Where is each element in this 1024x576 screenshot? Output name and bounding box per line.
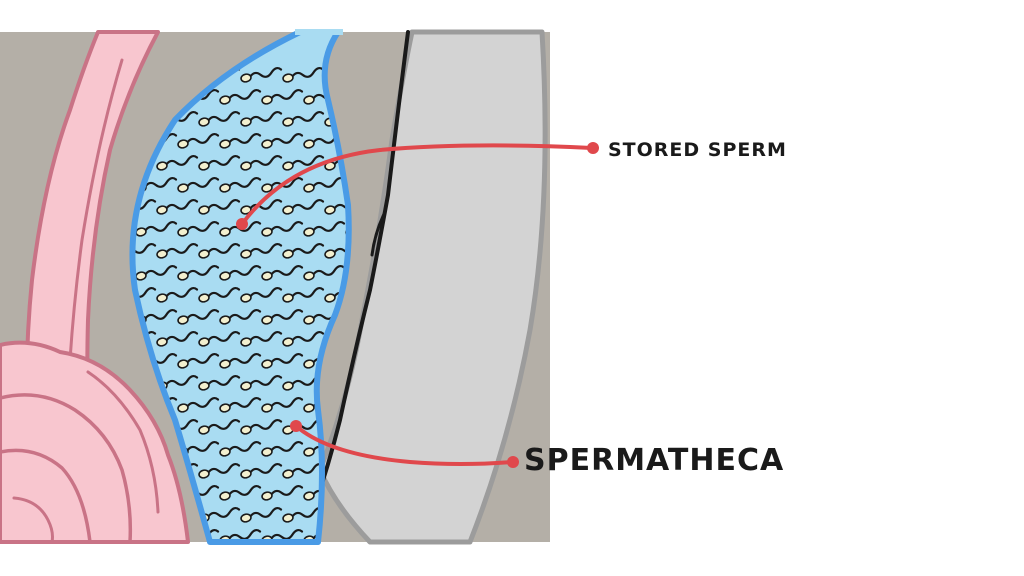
sperm-cell bbox=[219, 352, 262, 369]
coil-line-4 bbox=[12, 496, 54, 544]
sperm-cell bbox=[261, 396, 304, 413]
sperm-cell bbox=[303, 264, 346, 281]
sperm-cell bbox=[240, 110, 283, 127]
sperm-cell bbox=[282, 66, 325, 83]
spermatheca-sac bbox=[132, 32, 349, 542]
sperm-cell bbox=[198, 286, 241, 303]
sperm-cell bbox=[132, 286, 157, 299]
sperm-cell bbox=[240, 66, 283, 83]
stored-sperm-leader-line bbox=[240, 143, 594, 226]
sperm-cell bbox=[240, 418, 283, 435]
sperm-cell bbox=[219, 176, 262, 193]
stored-sperm-leader-dot-start bbox=[236, 218, 248, 230]
sperm-cell bbox=[261, 352, 304, 369]
stored-sperm-label: STORED SPERM bbox=[608, 139, 787, 161]
sperm-cell bbox=[261, 220, 304, 237]
sperm-cell bbox=[177, 132, 220, 149]
sperm-cell bbox=[240, 330, 283, 347]
sperm-cell bbox=[240, 286, 283, 303]
sperm-cell bbox=[261, 308, 304, 325]
sperm-cell bbox=[177, 396, 220, 413]
sperm-cell bbox=[132, 198, 157, 211]
sperm-cell bbox=[282, 462, 325, 479]
sperm-cell bbox=[156, 286, 199, 303]
sperm-cell bbox=[282, 330, 325, 347]
sperm-cell bbox=[240, 198, 283, 215]
sperm-cell bbox=[282, 198, 325, 215]
sperm-cell bbox=[219, 440, 262, 457]
body-wall-fold bbox=[370, 210, 387, 257]
sperm-cell bbox=[240, 506, 283, 523]
sperm-cell bbox=[261, 176, 304, 193]
sperm-cell bbox=[156, 242, 199, 259]
sperm-cell bbox=[219, 396, 262, 413]
sperm-cell bbox=[303, 220, 346, 237]
sperm-cell bbox=[177, 220, 220, 237]
spermatheca-sac-outline bbox=[129, 29, 352, 545]
sperm-cell bbox=[240, 374, 283, 391]
sac-top-opening bbox=[295, 29, 343, 35]
spermatheca-leader-dot-start bbox=[290, 420, 302, 432]
body-wall-outline bbox=[300, 30, 410, 544]
sperm-cell bbox=[156, 198, 199, 215]
sperm-cell bbox=[198, 418, 241, 435]
sperm-cell bbox=[282, 110, 325, 127]
sperm-cell bbox=[219, 484, 262, 501]
sperm-cell bbox=[177, 176, 220, 193]
sperm-cell bbox=[240, 242, 283, 259]
sperm-cell bbox=[261, 132, 304, 149]
coil-line-2 bbox=[0, 448, 92, 544]
outer-shell bbox=[317, 29, 548, 545]
sperm-cell bbox=[261, 484, 304, 501]
spermatheca-leader-dot-end bbox=[507, 456, 519, 468]
sperm-cell bbox=[324, 198, 349, 215]
sperm-cell bbox=[219, 308, 262, 325]
sperm-cell bbox=[282, 286, 325, 303]
sperm-cell bbox=[240, 462, 283, 479]
sperm-cell bbox=[324, 242, 349, 259]
sperm-cell bbox=[240, 154, 283, 171]
spermatheca-label: SPERMATHECA bbox=[524, 443, 784, 478]
stored-sperm-leader-dot-end bbox=[587, 142, 599, 154]
sperm-cell bbox=[219, 132, 262, 149]
coil-line-1 bbox=[0, 393, 133, 544]
sperm-cell bbox=[282, 242, 325, 259]
sperm-cell bbox=[132, 242, 157, 255]
sperm-cell bbox=[198, 154, 241, 171]
sperm-cell bbox=[198, 242, 241, 259]
sperm-cell bbox=[303, 176, 346, 193]
sperm-cell bbox=[261, 440, 304, 457]
coil-line-3 bbox=[86, 370, 160, 514]
coiled-duct-mass bbox=[0, 340, 190, 544]
sperm-cell bbox=[198, 110, 241, 127]
sperm-cell bbox=[219, 264, 262, 281]
duct-tube-fold bbox=[68, 58, 124, 362]
sperm-cell bbox=[177, 352, 220, 369]
sperm-cell bbox=[198, 198, 241, 215]
sperm-cell bbox=[156, 330, 199, 347]
sperm-cell bbox=[198, 462, 241, 479]
sperm-cell bbox=[177, 308, 220, 325]
spermatheca-leader-line bbox=[294, 424, 514, 466]
sperm-cell bbox=[156, 154, 199, 171]
sperm-cell bbox=[219, 88, 262, 105]
sperm-cell bbox=[198, 330, 241, 347]
sperm-cell bbox=[177, 264, 220, 281]
sperm-cell bbox=[282, 154, 325, 171]
sperm-cell bbox=[198, 374, 241, 391]
sperm-cell bbox=[219, 220, 262, 237]
sperm-cell bbox=[261, 88, 304, 105]
sperm-cell bbox=[261, 264, 304, 281]
